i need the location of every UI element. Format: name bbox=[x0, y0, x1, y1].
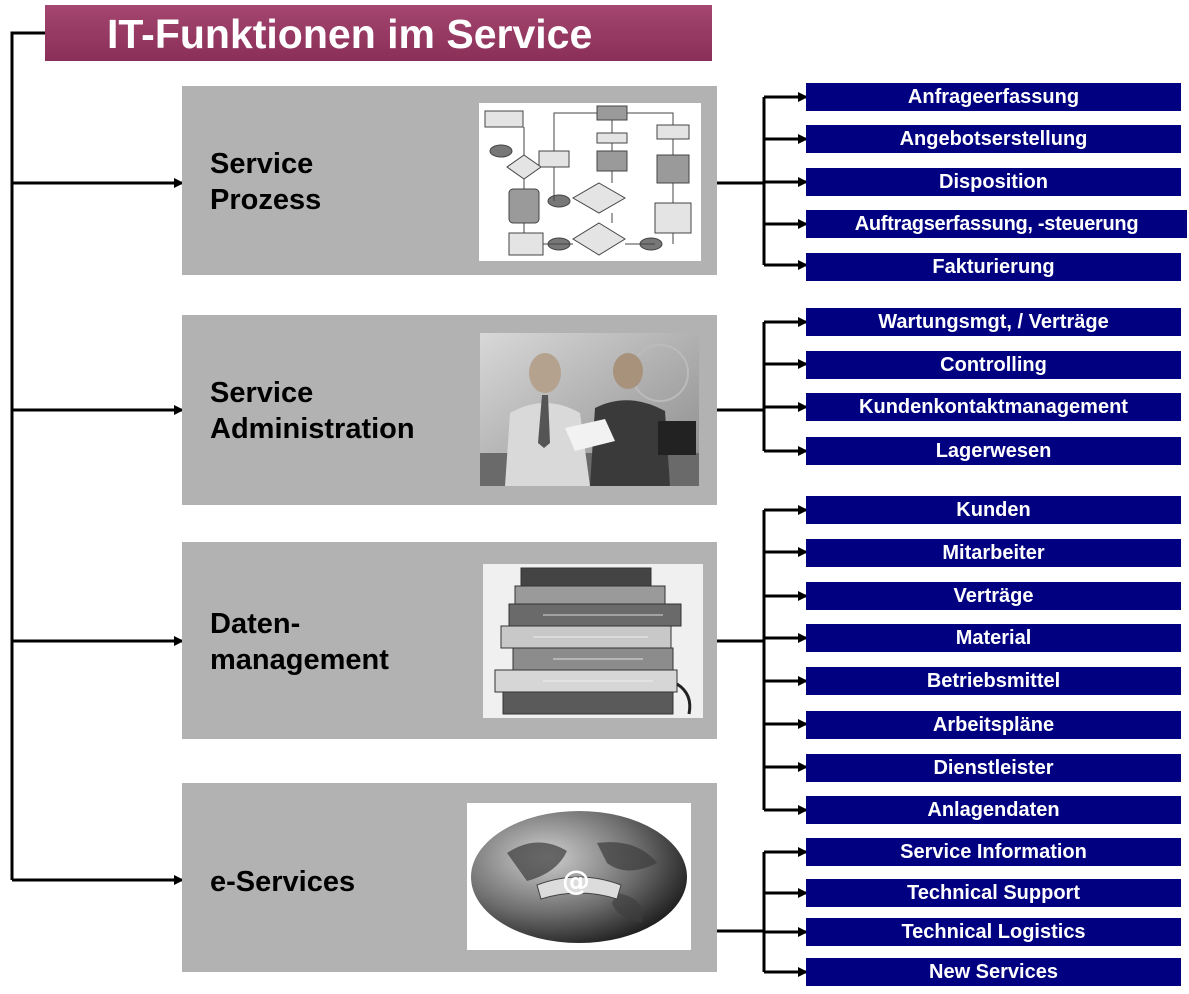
list-item: Lagerwesen bbox=[806, 437, 1181, 465]
list-item: Service Information bbox=[806, 838, 1181, 866]
list-item: Disposition bbox=[806, 168, 1181, 196]
list-item: Auftragserfassung, -steuerung bbox=[806, 210, 1187, 238]
section-e-services: e-Services @ bbox=[182, 783, 717, 972]
list-item: Anfrageerfassung bbox=[806, 83, 1181, 111]
business-meeting-photo bbox=[480, 333, 699, 486]
section-label-line: Administration bbox=[210, 413, 415, 445]
list-item: Verträge bbox=[806, 582, 1181, 610]
list-item: Kunden bbox=[806, 496, 1181, 524]
section-label-line: Prozess bbox=[210, 184, 322, 216]
page-title: IT-Funktionen im Service bbox=[45, 5, 712, 61]
section-label-line: management bbox=[210, 644, 389, 676]
list-item: Betriebsmittel bbox=[806, 667, 1181, 695]
at-symbol-icon: @ bbox=[562, 864, 590, 897]
list-item: Anlagendaten bbox=[806, 796, 1181, 824]
section-datenmanagement: Daten- management bbox=[182, 542, 717, 739]
list-item: Technical Logistics bbox=[806, 918, 1181, 946]
section-label-line: Service bbox=[210, 377, 314, 409]
list-item: Technical Support bbox=[806, 879, 1181, 907]
section-label-line: Daten- bbox=[210, 608, 301, 640]
list-item: Material bbox=[806, 624, 1181, 652]
section-label-line: Service bbox=[210, 148, 314, 180]
section-label: Service Administration bbox=[210, 375, 415, 447]
list-item: Wartungsmgt, / Verträge bbox=[806, 308, 1181, 336]
section-label: e-Services bbox=[210, 864, 355, 900]
list-item: Controlling bbox=[806, 351, 1181, 379]
globe-handshake-image bbox=[467, 803, 691, 950]
list-item: New Services bbox=[806, 958, 1181, 986]
list-item: Angebotserstellung bbox=[806, 125, 1181, 153]
book-stack-photo bbox=[483, 564, 703, 718]
section-label-line: e-Services bbox=[210, 866, 356, 898]
section-label: Service Prozess bbox=[210, 146, 321, 218]
list-item: Dienstleister bbox=[806, 754, 1181, 782]
list-item: Kundenkontaktmanagement bbox=[806, 393, 1181, 421]
section-service-administration: Service Administration bbox=[182, 315, 717, 505]
section-service-prozess: Service Prozess bbox=[182, 86, 717, 275]
list-item: Fakturierung bbox=[806, 253, 1181, 281]
main-trunk-line bbox=[10, 31, 45, 880]
list-item: Arbeitspläne bbox=[806, 711, 1181, 739]
list-item: Mitarbeiter bbox=[806, 539, 1181, 567]
flowchart-image bbox=[479, 103, 701, 261]
section-label: Daten- management bbox=[210, 606, 389, 678]
